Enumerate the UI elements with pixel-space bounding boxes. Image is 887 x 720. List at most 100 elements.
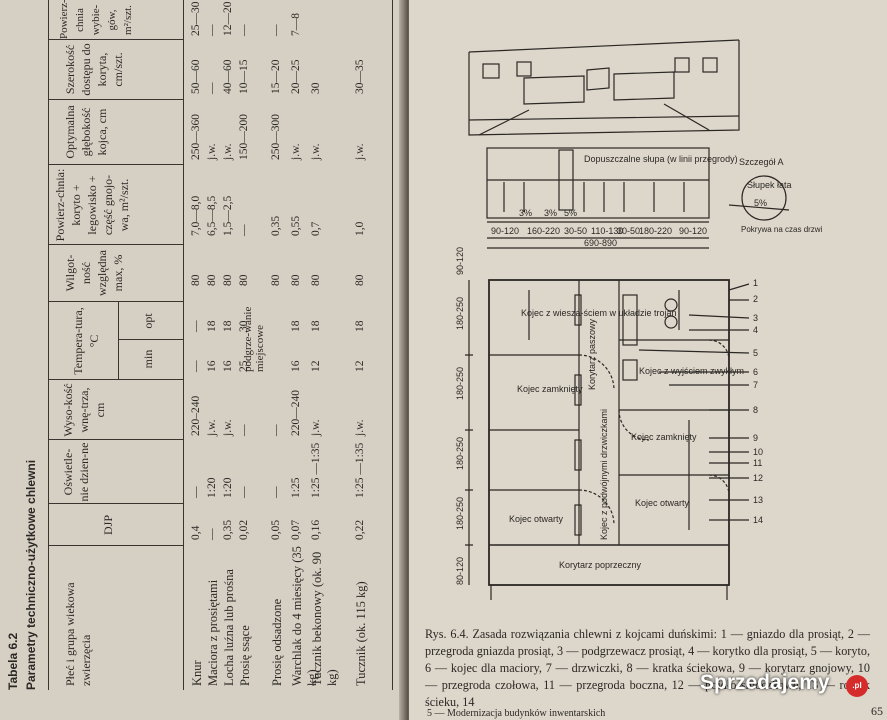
cell-djp: 0,35 [222, 519, 234, 540]
cell-djp: 0,4 [190, 525, 202, 540]
hdr-temp: Tempera-tura, °C [71, 307, 101, 375]
cell-djp: 0,07 [290, 519, 302, 540]
cell-hum: 80 [310, 274, 322, 287]
cell-hum: 80 [270, 274, 282, 287]
table-title: Tabela 6.2 [6, 632, 20, 690]
figure-caption: Rys. 6.4. Zasada rozwiązania chlewni z k… [425, 627, 870, 709]
hdr-group: Płeć i grupa wiekowa zwierzęcia [63, 582, 93, 686]
cell-depth: j.w. [354, 143, 366, 160]
cell-light: — [270, 486, 282, 499]
dim-l0: 90-120 [455, 247, 465, 275]
dim-b3: 30-50 [564, 226, 587, 236]
label-pen-closed-2: Kojec zamknięty [631, 432, 697, 442]
cell-name: Locha luźna lub prośna [222, 569, 236, 686]
cell-hum: 80 [354, 274, 366, 287]
cell-depth: j.w. [310, 143, 322, 160]
callout-9: 9 [753, 433, 758, 443]
cell-name: Tucznik bekonowy (ok. 90 kg) [310, 551, 339, 686]
right-page: Dopuszczalne słupa (w linii przegrody) S… [409, 0, 887, 720]
cell-height: 220—240 [290, 390, 302, 436]
callout-6: 6 [753, 367, 758, 377]
cell-tmin: 12 [310, 360, 322, 373]
label-pen-open-1: Kojec otwarty [509, 514, 564, 524]
cell-tmin: 16 [222, 360, 234, 373]
cell-trough: 30—35 [354, 59, 366, 95]
table-subtitle: Parametry techniczno-użytkowe chlewni [24, 459, 38, 690]
cell-hum: 80 [238, 274, 250, 287]
cell-light: 1:25 [290, 477, 302, 498]
cell-height: j.w. [310, 419, 322, 436]
cell-trough: 15—20 [270, 59, 282, 95]
technical-drawing: Dopuszczalne słupa (w linii przegrody) S… [455, 39, 823, 600]
cell-trough: 10—15 [238, 59, 250, 95]
cell-light: 1:25 —1:35 [354, 442, 366, 498]
dim-l3: 180-250 [455, 437, 465, 470]
hdr-depth: Optymalna głębokość kojca, cm [63, 105, 109, 159]
cell-depth: 250—300 [270, 114, 282, 160]
cell-depth: 150—200 [238, 114, 250, 160]
cell-topt: 18 [206, 320, 218, 333]
callout-4: 4 [753, 325, 758, 335]
cell-trough: 50—60 [190, 59, 202, 95]
callout-10: 10 [753, 447, 763, 457]
cell-topt: — [190, 320, 202, 333]
callout-7: 7 [753, 380, 758, 390]
dim-l1: 180-250 [455, 297, 465, 330]
hdr-temp-opt: opt [141, 313, 155, 329]
hdr-height: Wyso-kość wnę-trza, cm [61, 383, 107, 437]
cell-name: Maciora z prosiętami [206, 579, 220, 686]
dim-b7: 90-120 [679, 226, 707, 236]
cell-name: Knur [190, 660, 204, 686]
callout-11: 11 [753, 458, 762, 468]
cell-trough: — [206, 82, 218, 95]
cell-light: 1:20 [222, 477, 234, 498]
cell-area: 1,5—2,5 [222, 195, 234, 236]
slope-1: 3% [519, 208, 532, 218]
cell-djp: — [206, 528, 218, 541]
label-detail: Szczegół A [739, 157, 784, 167]
cell-height: j.w. [206, 419, 218, 436]
cell-tmin: podgrze-wanie miejscowe [242, 306, 266, 372]
header-rule [183, 0, 184, 690]
hdr-run: Powierz-chnia wybie-gów, m²/szt. [58, 0, 134, 39]
cell-area: 0,55 [290, 215, 302, 236]
dim-b6: 180-220 [639, 226, 672, 236]
cell-height: 220–240 [190, 395, 202, 436]
label-pen-closed-1: Kojec zamknięty [517, 384, 583, 394]
cell-light: 1:20 [206, 477, 218, 498]
cell-trough: 30 [310, 82, 322, 95]
callout-8: 8 [753, 405, 758, 415]
label-post: Słupek łata [747, 180, 792, 190]
callout-3: 3 [753, 313, 758, 323]
cell-height: j.w. [222, 419, 234, 436]
label-corridor-feed: Korytarz paszowy [587, 318, 597, 390]
dim-l5: 80-120 [455, 557, 465, 585]
dim-b1: 90-120 [491, 226, 519, 236]
dim-b5: 30-50 [617, 226, 640, 236]
hdr-lighting: Oświetle-nie dzien-ne [61, 442, 91, 502]
callout-1: 1 [753, 278, 758, 288]
cell-area: 6,5—8,5 [206, 195, 218, 236]
cell-topt: 18 [290, 320, 302, 333]
callout-13: 13 [753, 495, 763, 505]
cell-area: 0,35 [270, 215, 282, 236]
label-pen-closed-3: Kojec z wyjściem zwykłym [639, 366, 744, 376]
cell-run: — [206, 24, 218, 37]
cell-depth: j.w. [222, 143, 234, 160]
cell-height: — [238, 424, 250, 437]
cell-height: j.w. [354, 419, 366, 436]
label-pillar: Dopuszczalne słupa (w linii przegrody) [584, 154, 738, 164]
footer-note: 5 — Modernizacja budynków inwentarskich [427, 708, 606, 719]
left-page: Tabela 6.2 Parametry techniczno-użytkowe… [0, 0, 405, 720]
callout-12: 12 [753, 473, 763, 483]
slope-4: 5% [754, 198, 767, 208]
page-number: 65 [871, 704, 883, 718]
label-pen-open-2: Kojec otwarty [635, 498, 690, 508]
slope-3: 5% [564, 208, 577, 218]
callout-14: 14 [753, 515, 763, 525]
hdr-area: Powierz-chnia: koryto + legowisko + częś… [53, 168, 131, 242]
cell-depth: 250—360 [190, 114, 202, 160]
cell-area: 0,7 [310, 221, 322, 236]
cell-djp: 0,16 [310, 519, 322, 540]
